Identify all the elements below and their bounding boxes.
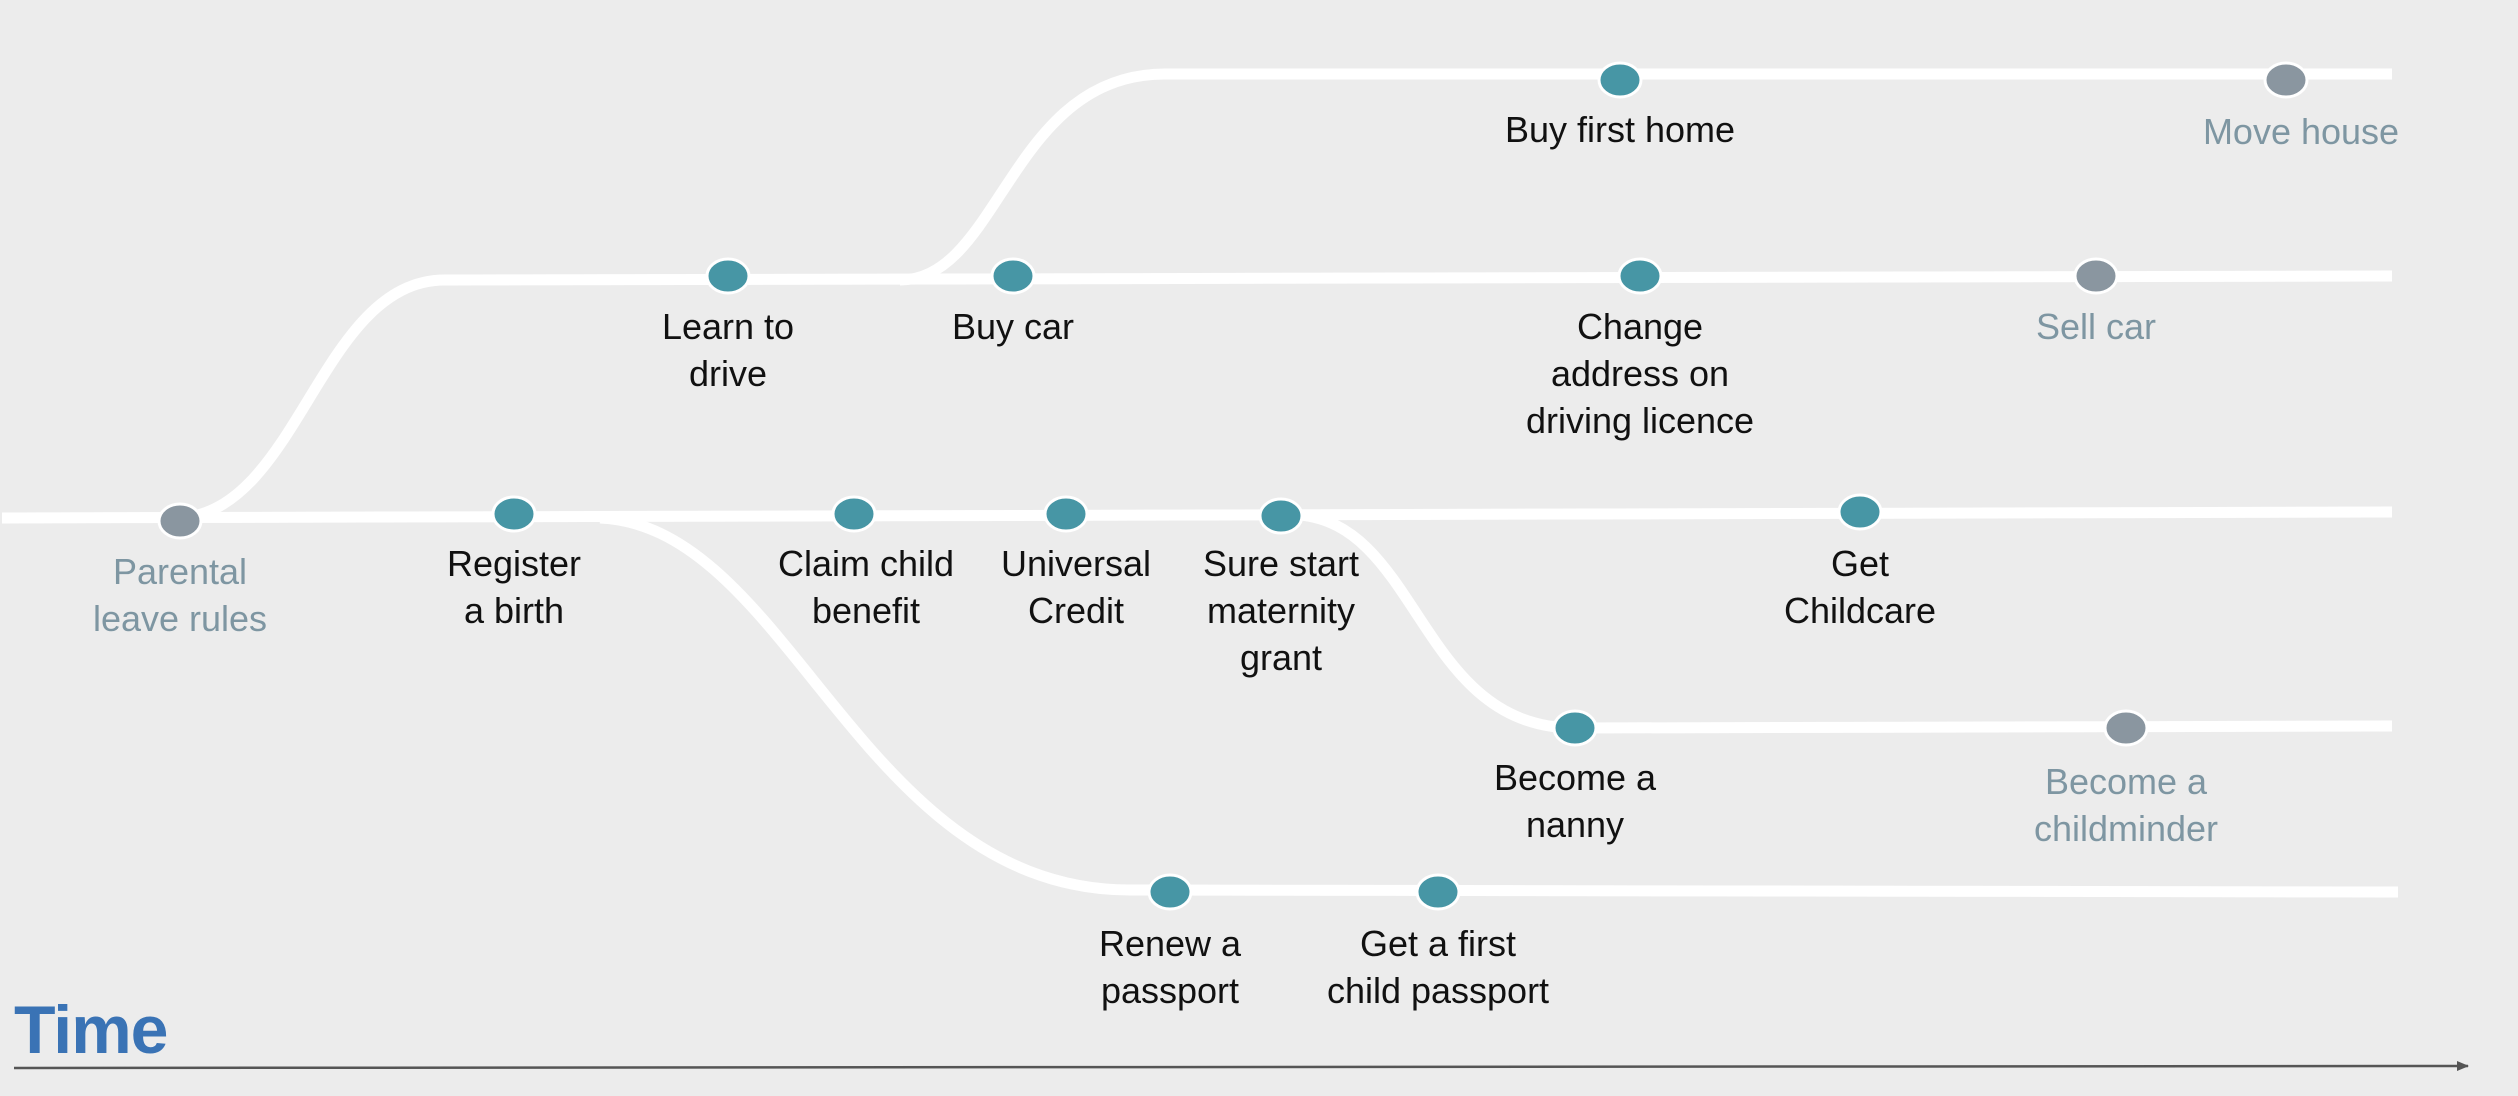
event-label-sell-car: Sell car — [2036, 303, 2156, 350]
event-label-learn-to-drive: Learn to drive — [662, 303, 794, 397]
event-label-line: grant — [1239, 637, 1323, 678]
event-label-line: Parental — [112, 551, 248, 592]
event-label-line: Register — [446, 543, 582, 584]
event-label-line: Change — [1576, 306, 1704, 347]
event-label-get-a-first-child-passport: Get a first child passport — [1327, 920, 1549, 1014]
event-label-line: drive — [688, 353, 768, 394]
event-label-line: nanny — [1525, 804, 1625, 845]
event-node-sell-car — [2073, 257, 2119, 295]
event-node-get-childcare — [1837, 493, 1883, 531]
event-label-parental-leave-rules: Parental leave rules — [93, 548, 267, 642]
event-label-line: Learn to — [661, 306, 795, 347]
event-label-line: driving licence — [1525, 400, 1755, 441]
event-label-become-a-childminder: Become a childminder — [2034, 758, 2218, 852]
event-node-become-a-nanny — [1552, 709, 1598, 747]
event-label-line: a birth — [463, 590, 565, 631]
event-node-register-a-birth — [491, 495, 537, 533]
track-driving — [179, 270, 2393, 524]
event-label-renew-a-passport: Renew a passport — [1099, 920, 1241, 1014]
event-label-line: maternity — [1206, 590, 1356, 631]
event-label-line: Universal — [1000, 543, 1152, 584]
event-label-claim-child-benefit: Claim child benefit — [778, 540, 954, 634]
event-label-line: address on — [1550, 353, 1730, 394]
event-label-line: Renew a — [1098, 923, 1242, 964]
event-label-line: leave rules — [92, 598, 268, 639]
event-label-line: Buy first home — [1504, 109, 1736, 150]
event-label-line: Childcare — [1783, 590, 1937, 631]
event-label-line: Move house — [2202, 111, 2400, 152]
event-label-line: Get — [1830, 543, 1890, 584]
event-label-become-a-nanny: Become a nanny — [1494, 754, 1656, 848]
event-label-buy-first-home: Buy first home — [1505, 106, 1735, 153]
event-label-line: child passport — [1326, 970, 1550, 1011]
track-home — [899, 68, 2392, 286]
event-label-line: childminder — [2033, 808, 2219, 849]
event-node-get-a-first-child-passport — [1415, 873, 1461, 911]
event-label-change-address-on-driving-licence: Change address on driving licence — [1526, 303, 1754, 444]
event-node-universal-credit — [1043, 495, 1089, 533]
event-label-move-house: Move house — [2203, 108, 2399, 155]
event-label-line: Sure start — [1202, 543, 1360, 584]
event-node-move-house — [2263, 61, 2309, 99]
event-node-parental-leave-rules — [157, 502, 203, 540]
event-label-line: Credit — [1027, 590, 1125, 631]
event-node-change-address-on-driving-licence — [1617, 257, 1663, 295]
event-node-claim-child-benefit — [831, 495, 877, 533]
event-node-renew-a-passport — [1147, 873, 1193, 911]
track-nanny — [1299, 509, 2393, 734]
event-label-line: Get a first — [1359, 923, 1517, 964]
track-main — [1, 506, 2393, 524]
event-label-line: Sell car — [2035, 306, 2157, 347]
time-axis-arrow — [13, 1061, 2469, 1072]
event-label-line: Become a — [2044, 761, 2208, 802]
event-label-line: Buy car — [951, 306, 1075, 347]
event-node-buy-first-home — [1597, 61, 1643, 99]
event-node-sure-start-maternity-grant — [1258, 497, 1304, 535]
event-label-line: benefit — [811, 590, 921, 631]
event-node-buy-car — [990, 257, 1036, 295]
event-node-learn-to-drive — [705, 257, 751, 295]
event-label-sure-start-maternity-grant: Sure start maternity grant — [1203, 540, 1359, 681]
event-label-line: Claim child — [777, 543, 955, 584]
event-node-become-a-childminder — [2103, 709, 2149, 747]
time-axis-label: Time — [14, 992, 168, 1068]
track-passport — [599, 512, 2399, 898]
event-label-line: Become a — [1493, 757, 1657, 798]
event-label-register-a-birth: Register a birth — [447, 540, 581, 634]
event-label-line: passport — [1100, 970, 1240, 1011]
event-label-buy-car: Buy car — [952, 303, 1074, 350]
